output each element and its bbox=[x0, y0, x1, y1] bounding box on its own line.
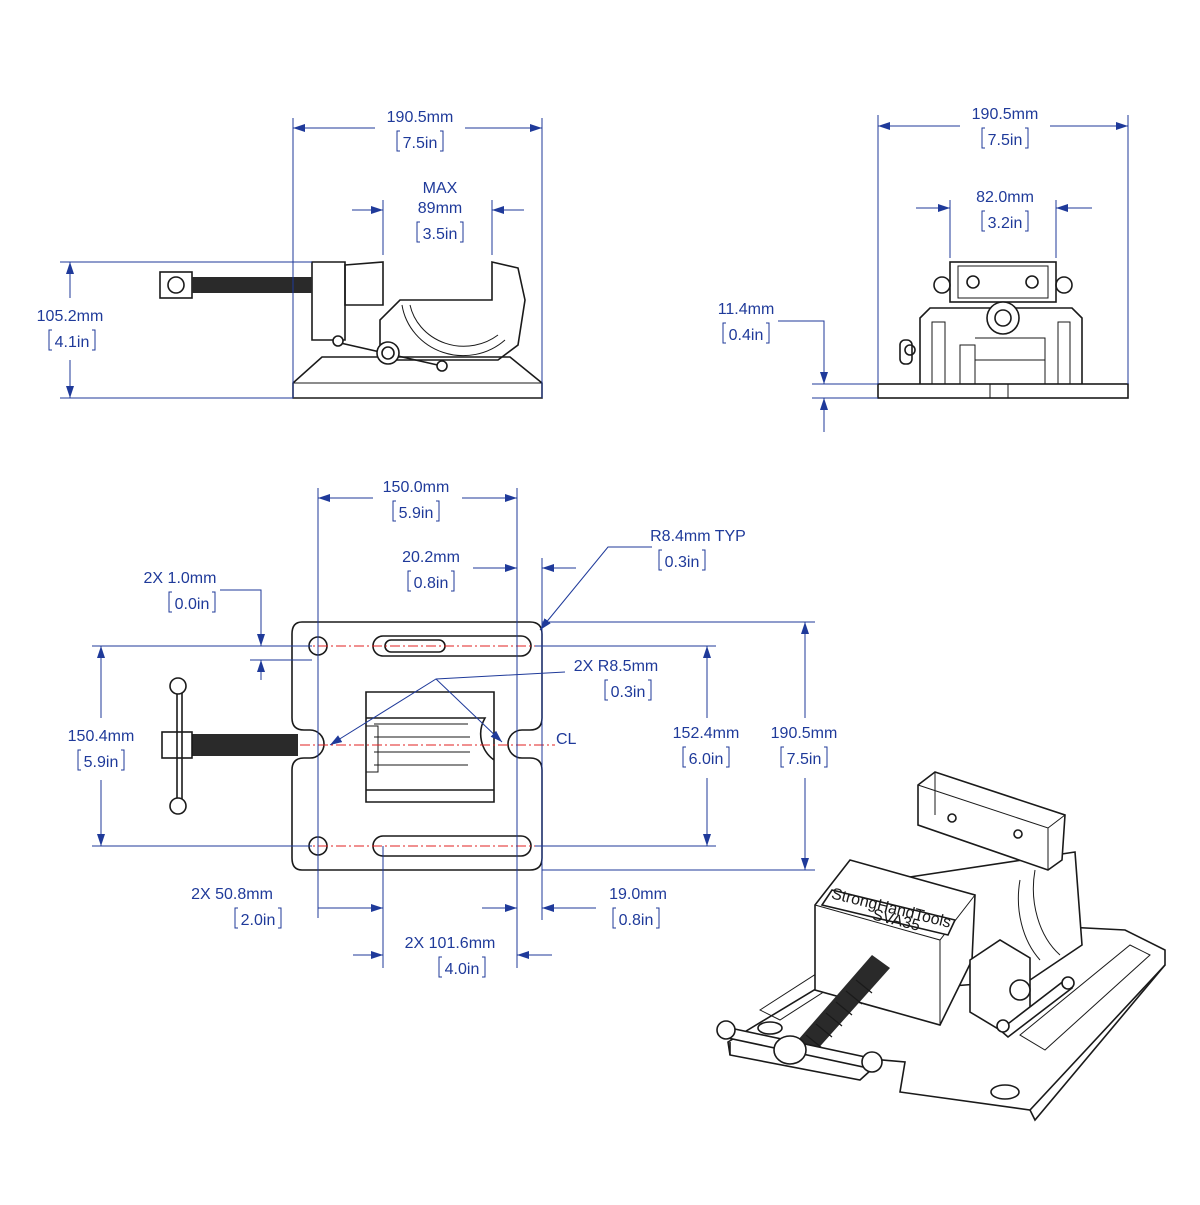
front-base-thickness-mm: 11.4mm bbox=[718, 301, 775, 318]
side-moving-jaw bbox=[379, 260, 526, 361]
side-view: 190.5mm 7.5in MAX 89mm 3.5in 105.2mm 4.1… bbox=[37, 109, 543, 399]
side-jaw-mm: 89mm bbox=[418, 200, 462, 217]
top-corner-radius-mm: R8.4mm TYP bbox=[650, 528, 746, 545]
top-slot-span-mm: 150.0mm bbox=[383, 479, 450, 496]
front-base bbox=[877, 383, 1129, 399]
top-slot-length-mm: 2X 101.6mm bbox=[405, 935, 496, 952]
top-centerline-label: CL bbox=[556, 731, 577, 748]
side-fixed-jaw bbox=[344, 261, 384, 306]
side-width-mm: 190.5mm bbox=[387, 109, 454, 126]
top-hole-offset-mm: 2X 1.0mm bbox=[144, 570, 217, 587]
top-hole-spacing-mm: 150.4mm bbox=[68, 728, 135, 745]
front-jaw bbox=[949, 261, 1057, 303]
side-screw-handle-block bbox=[159, 271, 193, 299]
top-hole-to-slot-mm: 2X 50.8mm bbox=[191, 886, 273, 903]
top-hole-spacing-in: 5.9in bbox=[84, 754, 119, 771]
top-hole-to-slot-in: 2.0in bbox=[241, 912, 276, 929]
front-width-in: 7.5in bbox=[988, 132, 1023, 149]
iso-screw bbox=[798, 955, 890, 1052]
top-notch-radius-mm: 2X R8.5mm bbox=[574, 658, 658, 675]
front-view: 190.5mm 7.5in 82.0mm 3.2in 11.4mm 0.4in bbox=[718, 106, 1129, 432]
side-jaw-max-label: MAX bbox=[423, 180, 458, 197]
side-lock-knob bbox=[376, 341, 400, 365]
side-screw-thread bbox=[192, 277, 312, 293]
top-base-length-in: 7.5in bbox=[787, 751, 822, 768]
front-screw-boss bbox=[986, 301, 1020, 335]
side-height-in: 4.1in bbox=[55, 334, 90, 351]
top-edge-offset-mm: 20.2mm bbox=[402, 549, 460, 566]
top-jaw-body bbox=[365, 691, 495, 803]
iso-base-plate bbox=[727, 919, 1166, 1111]
isometric-view: StrongHandTools SVA35 bbox=[716, 771, 1166, 1122]
iso-label-plate bbox=[820, 889, 957, 936]
top-edge-offset-in: 0.8in bbox=[414, 575, 449, 592]
side-jaw-in: 3.5in bbox=[423, 226, 458, 243]
top-base-length-mm: 190.5mm bbox=[771, 725, 838, 742]
top-hole-offset-in: 0.0in bbox=[175, 596, 210, 613]
top-corner-radius-in: 0.3in bbox=[665, 554, 700, 571]
top-slot-length-in: 4.0in bbox=[445, 961, 480, 978]
top-slot-spacing-in: 6.0in bbox=[689, 751, 724, 768]
top-base-plate bbox=[291, 621, 543, 871]
front-width-mm: 190.5mm bbox=[972, 106, 1039, 123]
front-base-thickness-in: 0.4in bbox=[729, 327, 764, 344]
iso-slot-right bbox=[1019, 944, 1151, 1051]
top-notch-radius-in: 0.3in bbox=[611, 684, 646, 701]
side-base bbox=[292, 356, 543, 399]
side-height-mm: 105.2mm bbox=[37, 308, 104, 325]
top-slot-end-mm: 19.0mm bbox=[609, 886, 667, 903]
side-width-in: 7.5in bbox=[403, 135, 438, 152]
side-screw-handle-hole bbox=[167, 276, 185, 294]
front-jaw-width-mm: 82.0mm bbox=[976, 189, 1034, 206]
top-screw-thread bbox=[192, 734, 298, 756]
front-jaw-width-in: 3.2in bbox=[988, 215, 1023, 232]
iso-fixed-jaw bbox=[917, 771, 1066, 871]
top-slot-span-in: 5.9in bbox=[399, 505, 434, 522]
side-rear-block bbox=[311, 261, 346, 341]
top-slot-end-in: 0.8in bbox=[619, 912, 654, 929]
iso-screw-hub bbox=[773, 1035, 807, 1065]
top-slot-spacing-mm: 152.4mm bbox=[673, 725, 740, 742]
top-view: 150.0mm 5.9in 20.2mm 0.8in R8.4mm TYP 0.… bbox=[68, 479, 838, 978]
